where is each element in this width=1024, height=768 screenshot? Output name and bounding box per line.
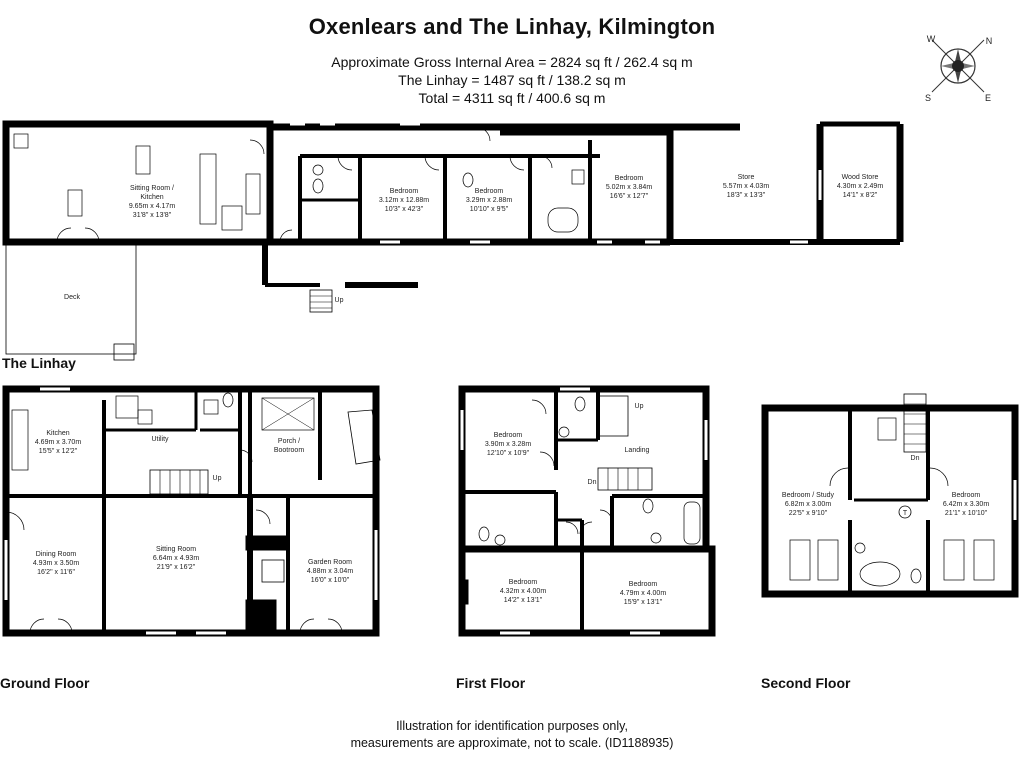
compass-icon: N E S W (925, 34, 992, 103)
linhay-sitting-l3: 9.65m x 4.17m (129, 203, 175, 210)
ff-bed-a-l2: 3.90m x 3.28m (485, 441, 531, 448)
ff-bed-c-l3: 15'9" x 13'1" (624, 599, 663, 606)
plan-title: Oxenlears and The Linhay, Kilmington (308, 14, 716, 39)
ff-landing: Landing (625, 447, 650, 454)
area-linhay: The Linhay = 1487 sq ft / 138.2 sq m (398, 72, 626, 88)
gf-garden-l3: 16'0" x 10'0" (311, 577, 350, 584)
linhay-wood-l3: 14'1" x 8'2" (843, 192, 878, 199)
linhay-up: Up (335, 297, 344, 304)
ff-dn: Dn (588, 479, 597, 486)
linhay-sitting-l2: Kitchen (140, 194, 163, 201)
ff-bed-c-l1: Bedroom (629, 581, 658, 588)
footer-disclaimer-1: Illustration for identification purposes… (396, 719, 628, 733)
ground-floor-plan (2, 385, 381, 637)
linhay-bed3-l1: Bedroom (615, 175, 644, 182)
ff-bed-a-l1: Bedroom (494, 432, 523, 439)
linhay-wood-l1: Wood Store (842, 174, 879, 181)
linhay-deck: Deck (64, 294, 80, 301)
linhay-plan (2, 120, 904, 361)
sf-study-l1: Bedroom / Study (782, 492, 835, 499)
section-first: First Floor (456, 675, 526, 691)
linhay-store-l3: 18'3" x 13'3" (727, 192, 766, 199)
linhay-bed3-l2: 5.02m x 3.84m (606, 184, 652, 191)
gf-porch-l2: Bootroom (274, 447, 305, 454)
gf-up: Up (213, 475, 222, 482)
sf-bed-l2: 6.42m x 3.30m (943, 501, 989, 508)
ff-up: Up (635, 403, 644, 410)
gf-dining-l1: Dining Room (36, 551, 77, 558)
gf-garden-l2: 4.88m x 3.04m (307, 568, 353, 575)
linhay-sitting-l1: Sitting Room / (130, 185, 174, 192)
gf-sitting-l2: 6.64m x 4.93m (153, 555, 199, 562)
linhay-bed1-l3: 10'3" x 42'3" (385, 206, 424, 213)
area-gross: Approximate Gross Internal Area = 2824 s… (331, 54, 693, 70)
sf-study-l2: 6.82m x 3.00m (785, 501, 831, 508)
gf-kitchen-l2: 4.69m x 3.70m (35, 439, 81, 446)
ground-floor-labels: Kitchen 4.69m x 3.70m 15'5" x 12'2" Util… (33, 430, 353, 584)
compass-n: N (986, 36, 993, 46)
ff-bed-c-l2: 4.79m x 4.00m (620, 590, 666, 597)
linhay-store-l1: Store (738, 174, 755, 181)
gf-dining-l2: 4.93m x 3.50m (33, 560, 79, 567)
section-second: Second Floor (761, 675, 851, 691)
gf-garden-l1: Garden Room (308, 559, 352, 566)
compass-s: S (925, 93, 931, 103)
sf-dn: Dn (911, 455, 920, 462)
ff-bed-b-l1: Bedroom (509, 579, 538, 586)
ff-bed-b-l3: 14'2" x 13'1" (504, 597, 543, 604)
sf-bed-l3: 21'1" x 10'10" (945, 510, 988, 517)
gf-kitchen-l3: 15'5" x 12'2" (39, 448, 78, 455)
linhay-sitting-l4: 31'8" x 13'8" (133, 212, 172, 219)
linhay-labels: Sitting Room / Kitchen 9.65m x 4.17m 31'… (64, 174, 883, 304)
linhay-bed2-l1: Bedroom (475, 188, 504, 195)
area-total: Total = 4311 sq ft / 400.6 sq m (418, 90, 606, 106)
sf-study-l3: 22'5" x 9'10" (789, 510, 828, 517)
gf-kitchen-l1: Kitchen (46, 430, 69, 437)
first-floor-labels: Bedroom 3.90m x 3.28m 12'10" x 10'9" Lan… (485, 403, 666, 606)
compass-w: W (927, 34, 936, 44)
ff-bed-b-l2: 4.32m x 4.00m (500, 588, 546, 595)
ff-bed-a-l3: 12'10" x 10'9" (487, 450, 530, 457)
second-floor-plan (761, 393, 1019, 598)
gf-dining-l3: 16'2" x 11'6" (37, 569, 75, 576)
linhay-wood-l2: 4.30m x 2.49m (837, 183, 883, 190)
sf-bed-l1: Bedroom (952, 492, 981, 499)
gf-utility: Utility (151, 436, 169, 443)
gf-sitting-l3: 21'9" x 16'2" (157, 564, 196, 571)
gf-sitting-l1: Sitting Room (156, 546, 196, 553)
section-linhay: The Linhay (2, 355, 76, 371)
section-ground: Ground Floor (0, 675, 90, 691)
linhay-bed2-l2: 3.29m x 2.88m (466, 197, 512, 204)
linhay-bed1-l1: Bedroom (390, 188, 419, 195)
second-floor-labels: Bedroom / Study 6.82m x 3.00m 22'5" x 9'… (782, 455, 989, 517)
footer-disclaimer-2: measurements are approximate, not to sca… (350, 736, 674, 750)
linhay-store-l2: 5.57m x 4.03m (723, 183, 769, 190)
sf-t: T (903, 510, 908, 517)
linhay-bed1-l2: 3.12m x 12.88m (379, 197, 429, 204)
linhay-bed3-l3: 16'6" x 12'7" (610, 193, 649, 200)
compass-e: E (985, 93, 991, 103)
gf-porch-l1: Porch / (278, 438, 300, 445)
linhay-bed2-l3: 10'10" x 9'5" (470, 206, 509, 213)
first-floor-plan (458, 385, 716, 637)
